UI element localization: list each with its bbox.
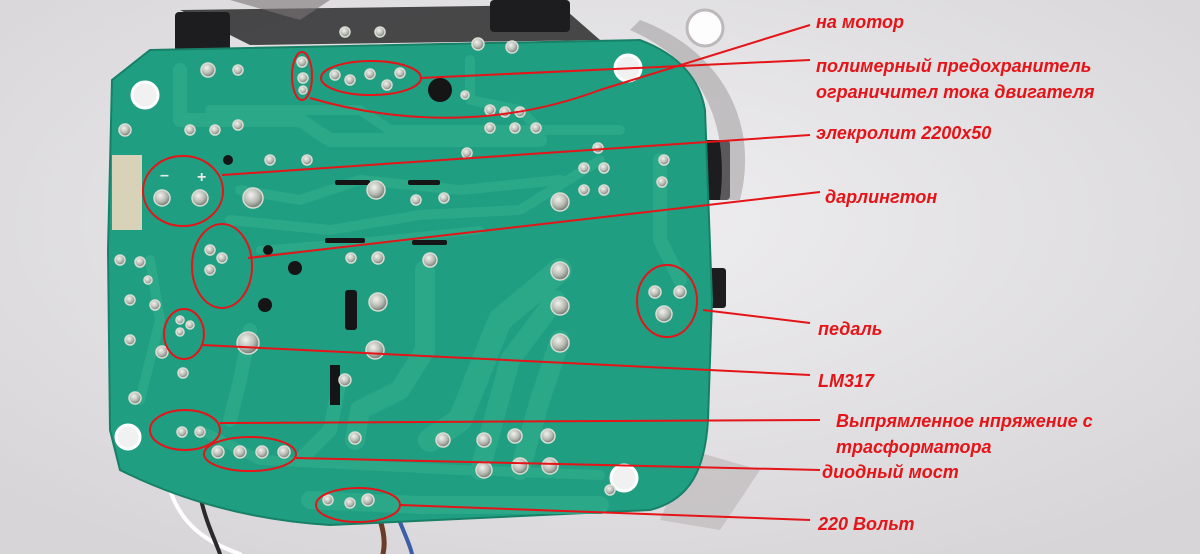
- label-lm317: LM317: [818, 371, 875, 391]
- plus-mark: +: [197, 169, 206, 186]
- annotation-leaders: [201, 24, 821, 521]
- label-rectified-line1: Выпрямленное нпряжение с: [836, 411, 1093, 431]
- label-pedal: педаль: [818, 319, 883, 339]
- label-mains: 220 Вольт: [818, 514, 915, 534]
- label-motor: на мотор: [816, 12, 904, 32]
- label-capacitor: элекролит 2200х50: [816, 123, 992, 143]
- housing-shadows: [175, 0, 760, 530]
- label-diode-bridge: диодный мост: [822, 462, 959, 482]
- wires: [168, 488, 414, 554]
- component-slots: [223, 78, 452, 405]
- solder-pads: [114, 26, 687, 509]
- label-rectified-line2: трасформатора: [836, 437, 992, 457]
- board-edge-strip: [112, 155, 142, 230]
- label-darlington: дарлингтон: [825, 187, 938, 207]
- label-fuse-line1: полимерный предохранитель: [816, 56, 1092, 76]
- minus-mark: –: [160, 167, 169, 184]
- silkscreen-marks: – +: [160, 167, 206, 186]
- annotation-markers: [142, 51, 698, 523]
- pcb-board: [106, 38, 714, 527]
- label-fuse-line2: ограничител тока двигателя: [816, 82, 1095, 102]
